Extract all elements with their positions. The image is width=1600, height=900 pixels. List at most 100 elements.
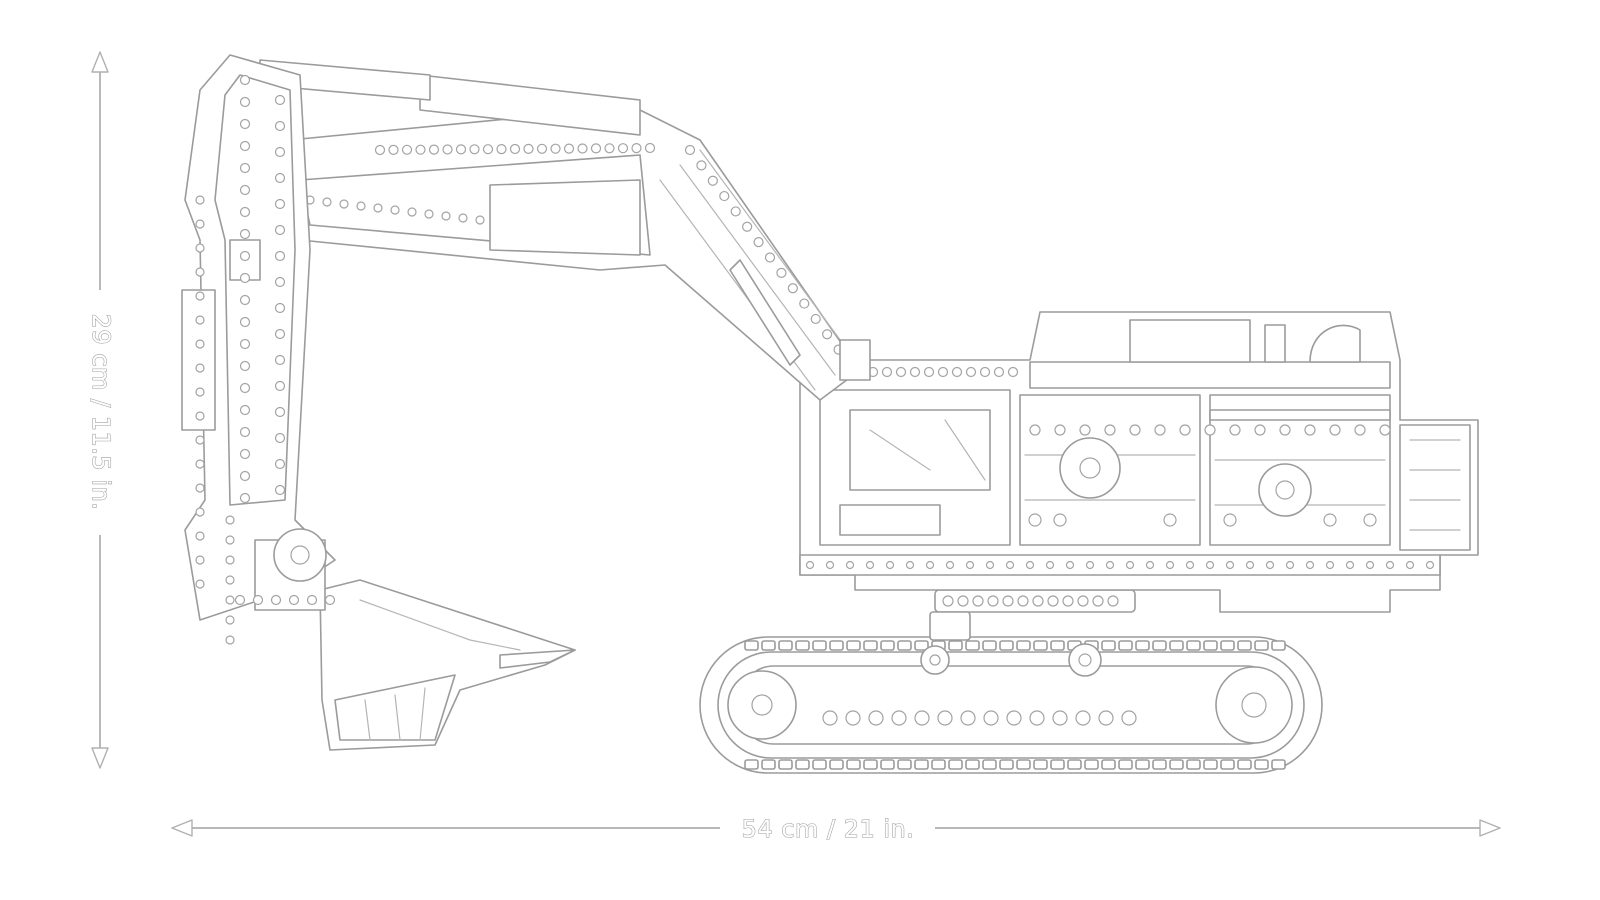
crawler-track [699,636,1323,774]
boom-hole [374,144,386,156]
deck-hole [1365,560,1375,570]
track-link [1016,759,1031,770]
stick-hole [239,162,251,174]
track-link [778,759,793,770]
boom-hole [482,144,494,155]
stick-hole [195,315,205,325]
boom-hole [455,144,467,155]
panel-hole [1104,424,1116,436]
bucket-hole [225,575,235,585]
track-link [1271,759,1286,770]
deck-hole [885,560,895,570]
stick-hole [195,291,205,301]
track-link [1033,640,1048,651]
boom-lower-hole [356,201,366,211]
boom-diagonal-hole [822,329,833,340]
bucket-hole [270,594,282,606]
cab-window [849,409,991,491]
slewing-ring [929,589,1136,641]
panel-hole [1329,424,1341,436]
stick-hole [239,382,251,394]
stick-hole [274,354,286,366]
stick-hole [195,507,205,517]
rail-hole [951,366,963,378]
stick-hole [274,432,286,444]
stick-hole [195,243,205,253]
bucket-holes [225,515,336,645]
bucket-hole [225,615,235,625]
slew-hole [1077,595,1089,607]
stick-hole [274,94,286,106]
deck-plate [799,554,1441,576]
boom-hole [401,144,413,155]
road-wheel [868,710,884,726]
panel-hole [1204,424,1216,436]
stick-hole [239,96,251,108]
boom-hole [428,144,440,155]
track-link [1271,640,1286,651]
deck-hole [905,560,915,570]
counterweight-ribs [1409,439,1461,531]
rail-hole [909,366,921,378]
deck-hole [1145,560,1155,570]
deck-hole [1425,560,1435,570]
track-link [1016,640,1031,651]
bucket-hole [306,594,318,606]
bucket-hole [225,535,235,545]
panel-hole [1163,513,1177,527]
boom-diagonal-hole [719,190,730,202]
stick-hole [274,224,286,236]
track-link [931,759,946,770]
deck-hole [1025,560,1035,570]
panel-hole [1254,424,1266,436]
track-link [1237,759,1252,770]
stick-hole [195,363,205,373]
boom-hole [415,144,426,155]
boom-lower-hole [475,215,485,225]
track-link [1135,640,1150,651]
deck-hole [1405,560,1415,570]
panel-hole [1379,424,1391,436]
panel-hole [1154,424,1166,436]
boom-hole [388,144,399,155]
road-wheel [914,710,930,726]
rail-hole [937,366,949,378]
road-wheel [822,710,838,726]
panel-hole [1053,513,1067,527]
deck-hole [1225,560,1235,570]
bucket-ribs [364,687,426,741]
track-link [897,640,912,651]
bucket-hole [324,594,336,606]
road-wheel [1098,710,1114,726]
slew-hole [942,595,954,607]
track-link [863,640,878,651]
track-link [1118,640,1133,651]
track-link [1050,640,1065,651]
panel-hole [1223,513,1237,527]
panel-hole [1304,424,1316,436]
deck-holes [805,560,1435,570]
exhaust-housing [1129,319,1251,363]
boom-lower-hole [407,207,417,217]
boom-diagonal-hole [764,252,776,263]
gear-hub-right [1275,480,1295,500]
track-link [914,640,929,651]
stick-hole [239,206,251,218]
track-link [778,640,793,651]
deck-hole [1385,560,1395,570]
track-link [1101,640,1116,651]
slew-hole [972,595,984,607]
deck-hole [825,560,835,570]
bucket-lip [359,599,521,651]
boom-hole [604,143,615,154]
slew-center-post [929,611,971,641]
track-link [744,759,759,770]
boom-hole [536,143,548,154]
track-link [846,640,861,651]
stick-hole [274,458,286,470]
stick-hole [239,250,251,262]
boom [254,59,871,401]
boom-diagonal-hole [696,160,707,171]
